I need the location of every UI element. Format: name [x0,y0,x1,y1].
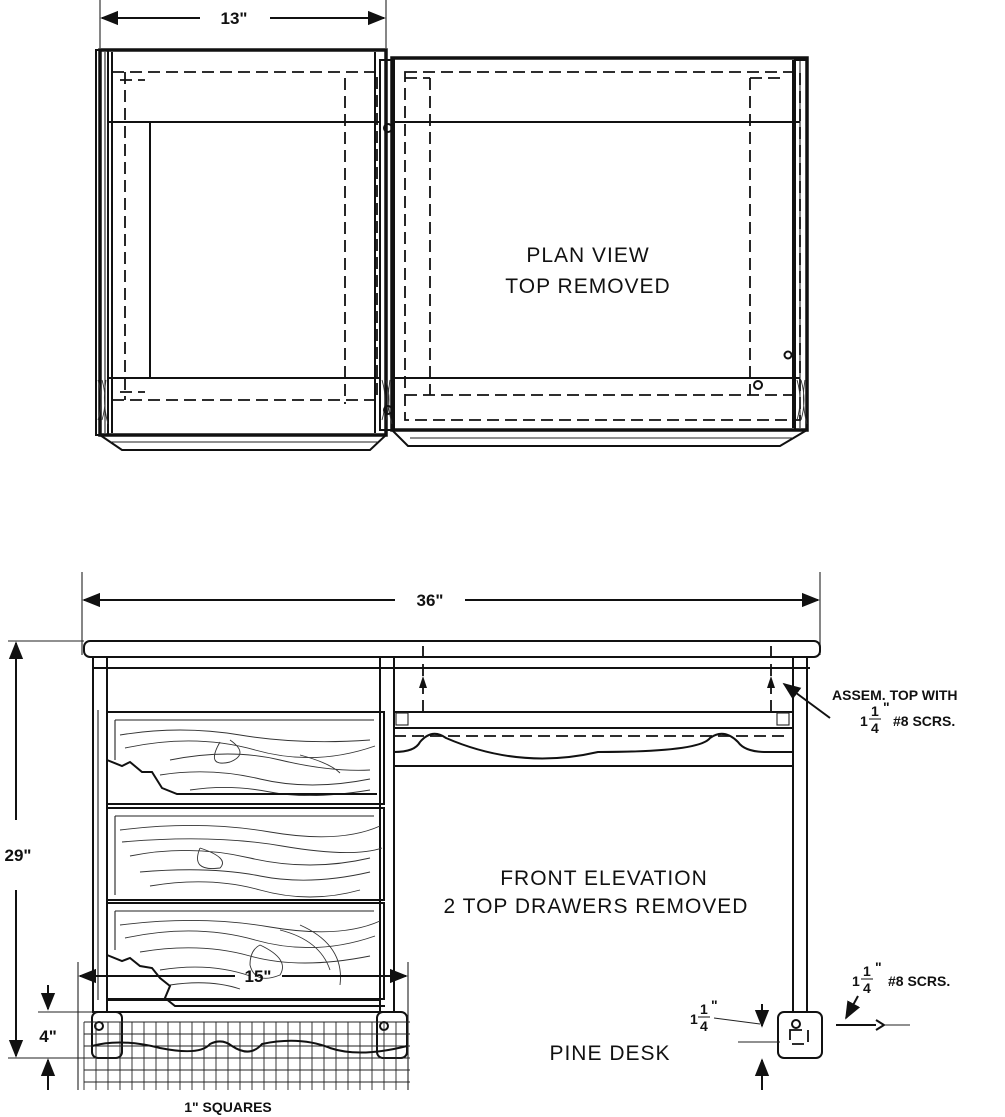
overall-height-dimension: 29" [5,640,84,1059]
foot-note-numerator: 1 [863,963,871,979]
drawer-2 [106,807,385,901]
assembly-note-inch: " [883,699,890,715]
assembly-note-line1: ASSEM. TOP WITH [832,687,958,703]
feet [91,1011,823,1059]
base-grid [83,1021,410,1090]
overall-width-dimension: 36" [81,572,821,655]
plan-view-title: PLAN VIEW [526,244,649,267]
overall-width-label: 36" [417,591,444,610]
desk-top [83,640,821,669]
plan-legs [95,49,808,436]
drawer-1 [106,711,385,805]
plan-width-label: 13" [221,9,248,28]
foot-screw-note: 1 1 4 " #8 SCRS. [836,959,950,1031]
plan-view-subtitle: TOP REMOVED [505,275,670,298]
assembly-note-numerator: 1 [871,703,879,719]
knee-apron [393,711,793,767]
small-note-denominator: 4 [700,1018,708,1034]
drawer-width-label: 15" [245,967,272,986]
foot-note-whole: 1 [852,973,860,989]
assembly-note-whole: 1 [860,713,868,729]
plan-width-dimension: 13" [99,0,387,48]
base-height-dimension: 4" [38,985,96,1090]
small-note-numerator: 1 [700,1001,708,1017]
plan-view: 13" [95,0,809,451]
foot-inset-note: 1 1 4 " [690,997,780,1090]
grid-note: 1" SQUARES [184,1099,272,1115]
foot-note-screws: #8 SCRS. [888,973,950,989]
front-elevation: 36" 29" [5,572,823,1115]
front-elevation-title: FRONT ELEVATION [500,867,708,890]
base-height-label: 4" [39,1027,57,1046]
drawing-title: PINE DESK [549,1042,670,1065]
drawer-width-dimension: 15" [77,962,409,1090]
foot-note-denominator: 4 [863,980,871,996]
assembly-note-denominator: 4 [871,720,879,736]
assembly-note: ASSEM. TOP WITH 1 1 4 " #8 SCRS. [782,682,958,736]
left-pedestal-plan [98,48,388,451]
overall-height-label: 29" [5,846,32,865]
foot-note-inch: " [875,959,882,975]
right-leg [419,646,808,1013]
assembly-note-screws: #8 SCRS. [893,713,955,729]
knee-section-plan [390,56,809,447]
small-note-whole: 1 [690,1011,698,1027]
drawer-3 [106,902,385,1007]
small-note-inch: " [711,997,718,1013]
front-elevation-subtitle: 2 TOP DRAWERS REMOVED [444,895,749,918]
